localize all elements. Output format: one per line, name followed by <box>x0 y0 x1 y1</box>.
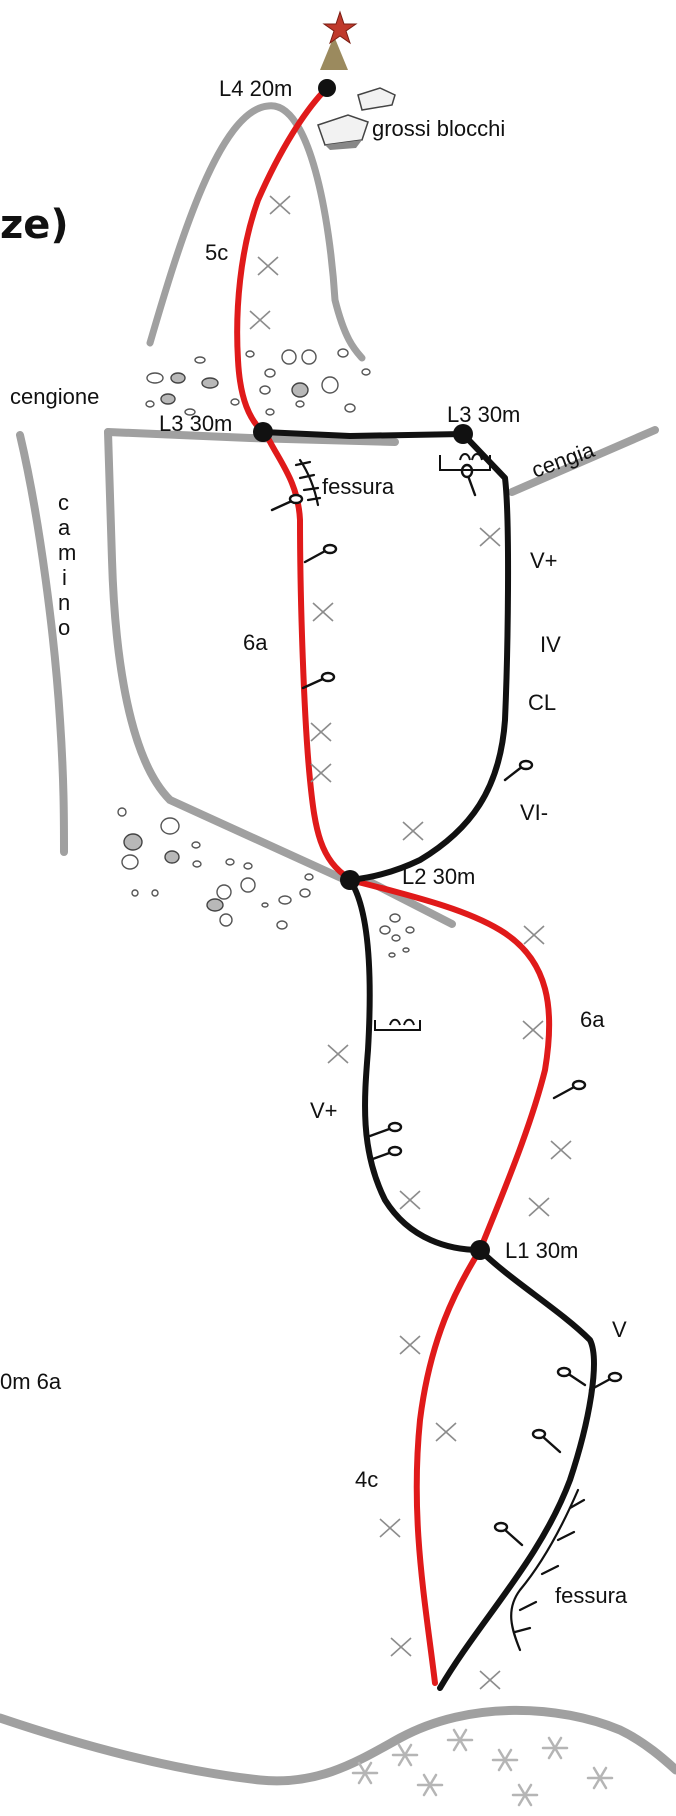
bolt-hanger-icon <box>588 1371 623 1392</box>
piton-x-icon <box>379 1518 401 1538</box>
crack-upper-ticks <box>294 460 322 502</box>
belay-station-icon <box>340 870 360 890</box>
belay-station-icon <box>453 424 473 444</box>
grade-pitch3-left: 6a <box>243 630 268 655</box>
bolt-hanger-icon <box>531 1428 562 1454</box>
piton-x-icon <box>257 256 279 276</box>
overhang-symbols <box>374 453 491 1031</box>
snow-patch <box>351 1728 614 1807</box>
black-route-pitch2-left <box>347 877 483 1253</box>
piton-x-icon <box>269 195 291 215</box>
bolt-hanger-icon <box>270 493 304 512</box>
bolt-hanger-icon <box>303 543 338 564</box>
bolt-hanger-icon <box>552 1079 587 1100</box>
black-route-traverse <box>260 429 466 439</box>
bolt-hanger-icon <box>301 671 336 690</box>
grade-pitch3-right-c: CL <box>528 690 556 715</box>
overhang-icon <box>374 1020 421 1031</box>
piton-x-icon <box>390 1637 412 1657</box>
station-label-l4: L4 20m <box>219 76 292 101</box>
station-label-l1: L1 30m <box>505 1238 578 1263</box>
chimney-letter-m: m <box>58 540 76 565</box>
piton-x-icon <box>479 527 501 547</box>
scree-upper <box>145 348 371 416</box>
piton-x-icon <box>312 602 334 622</box>
piton-x-icon <box>435 1422 457 1442</box>
grade-pitch2-right: 6a <box>580 1007 605 1032</box>
piton-marks <box>249 195 572 1690</box>
overhang-icon <box>459 453 483 461</box>
chimney-letter-n: n <box>58 590 70 615</box>
station-label-l2: L2 30m <box>402 864 475 889</box>
belay-station-icon <box>318 79 336 97</box>
grade-pitch3-right-a: V+ <box>530 548 558 573</box>
piton-x-icon <box>550 1140 572 1160</box>
grade-pitch2-left: V+ <box>310 1098 338 1123</box>
ledge-label: cengia <box>528 437 598 483</box>
belay-station-icon <box>470 1240 490 1260</box>
piton-x-icon <box>523 925 545 945</box>
piton-x-icon <box>479 1670 501 1690</box>
bolt-hanger-icon <box>503 759 534 782</box>
black-route-pitch3-right <box>347 431 512 883</box>
routes <box>234 85 597 1691</box>
belay-station-icon <box>253 422 273 442</box>
black-route-pitch1-right <box>437 1247 597 1691</box>
belay-stations <box>253 79 490 1260</box>
bolt-hanger-icon <box>368 1121 403 1138</box>
big-ledge-label: cengione <box>10 384 99 409</box>
crack-lower-label: fessura <box>555 1583 628 1608</box>
piton-x-icon <box>522 1020 544 1040</box>
left-wall-outline <box>104 428 354 886</box>
bolts <box>270 463 623 1547</box>
piton-x-icon <box>327 1044 349 1064</box>
grade-pitch3-right-d: VI- <box>520 800 548 825</box>
piton-x-icon <box>528 1197 550 1217</box>
red-route-pitch1 <box>413 1247 483 1686</box>
chimney-letter-o: o <box>58 615 70 640</box>
pinnacle-outline <box>146 102 366 362</box>
piton-x-icon <box>310 763 332 783</box>
summit-star-icon <box>320 10 358 70</box>
left-edge-label: 0m 6a <box>0 1369 62 1394</box>
labels: ze) 0m 6a L4 20m grossi blocchi 5c cengi… <box>0 76 628 1608</box>
crack-lower-ticks <box>513 1498 586 1634</box>
cengione-line <box>104 428 399 446</box>
chimney-letter-i: i <box>62 565 67 590</box>
big-blocks-label: grossi blocchi <box>372 116 505 141</box>
grade-pitch1-right: V <box>612 1317 627 1342</box>
bolt-hanger-icon <box>493 1521 524 1547</box>
rock-features <box>0 102 676 1786</box>
piton-x-icon <box>402 821 424 841</box>
bolt-hanger-icon <box>556 1366 587 1387</box>
piton-x-icon <box>249 310 271 330</box>
piton-x-icon <box>310 722 332 742</box>
ground-line <box>0 1705 676 1786</box>
chimney-letter-a: a <box>58 515 71 540</box>
red-route-pitch4 <box>234 85 330 435</box>
header-title-fragment: ze) <box>0 202 69 248</box>
grade-pitch1-left: 4c <box>355 1467 378 1492</box>
crack-symbols <box>294 458 586 1652</box>
station-label-l3-left: L3 30m <box>159 411 232 436</box>
crack-lower-icon <box>510 1488 580 1652</box>
big-blocks <box>317 87 396 150</box>
bolt-hanger-icon <box>368 1145 403 1162</box>
chimney-letter-c: c <box>58 490 69 515</box>
station-label-l3-right: L3 30m <box>447 402 520 427</box>
red-route-pitch2 <box>347 877 553 1253</box>
red-route-pitch3 <box>262 429 353 882</box>
chimney-wall <box>16 431 68 856</box>
grade-pitch4: 5c <box>205 240 228 265</box>
overhang-icon <box>389 1018 415 1026</box>
grade-pitch3-right-b: IV <box>540 632 561 657</box>
piton-x-icon <box>399 1335 421 1355</box>
scree-lower <box>117 807 415 958</box>
crack-upper-label: fessura <box>322 474 395 499</box>
overhang-icon <box>439 455 491 471</box>
piton-x-icon <box>399 1190 421 1210</box>
cengia-line <box>508 426 659 496</box>
